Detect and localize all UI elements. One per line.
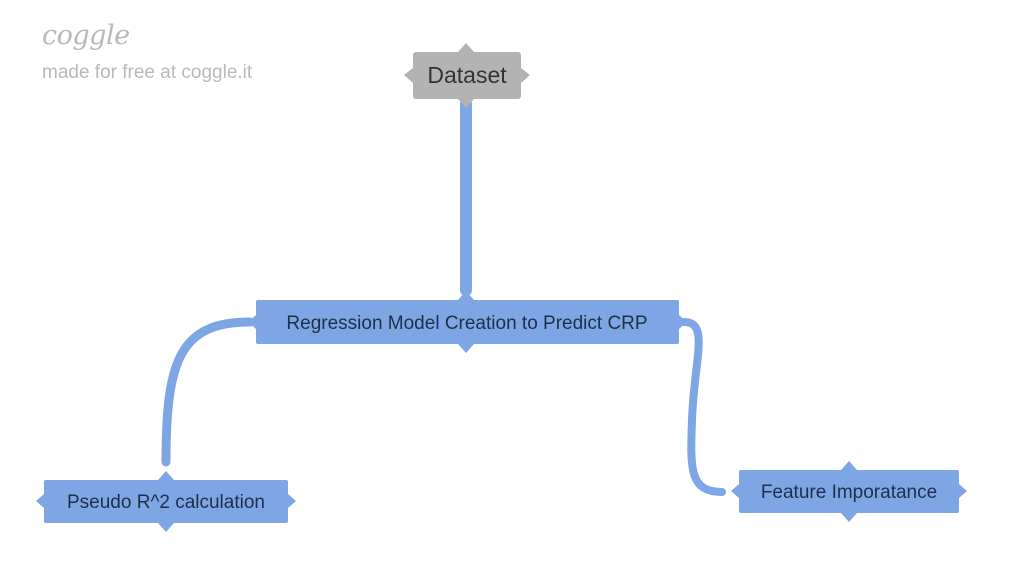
node-dataset[interactable]: Dataset — [404, 43, 530, 108]
coggle-branding: coggle made for free at coggle.it — [42, 18, 252, 84]
branch-regression-to-pseudo-r2 — [161, 317, 255, 467]
node-regression-model-label: Regression Model Creation to Predict CRP — [286, 313, 647, 334]
node-pseudo-r2[interactable]: Pseudo R^2 calculation — [36, 471, 296, 532]
coggle-logo: coggle — [42, 20, 130, 51]
coggle-tagline: made for free at coggle.it — [42, 62, 253, 83]
node-dataset-label: Dataset — [427, 62, 507, 88]
node-regression-model[interactable]: Regression Model Creation to Predict CRP — [248, 291, 687, 353]
node-feature-importance[interactable]: Feature Imporatance — [731, 461, 967, 522]
node-feature-importance-label: Feature Imporatance — [761, 482, 937, 503]
node-pseudo-r2-label: Pseudo R^2 calculation — [67, 492, 265, 513]
branch-regression-to-feature-importance — [680, 318, 726, 496]
